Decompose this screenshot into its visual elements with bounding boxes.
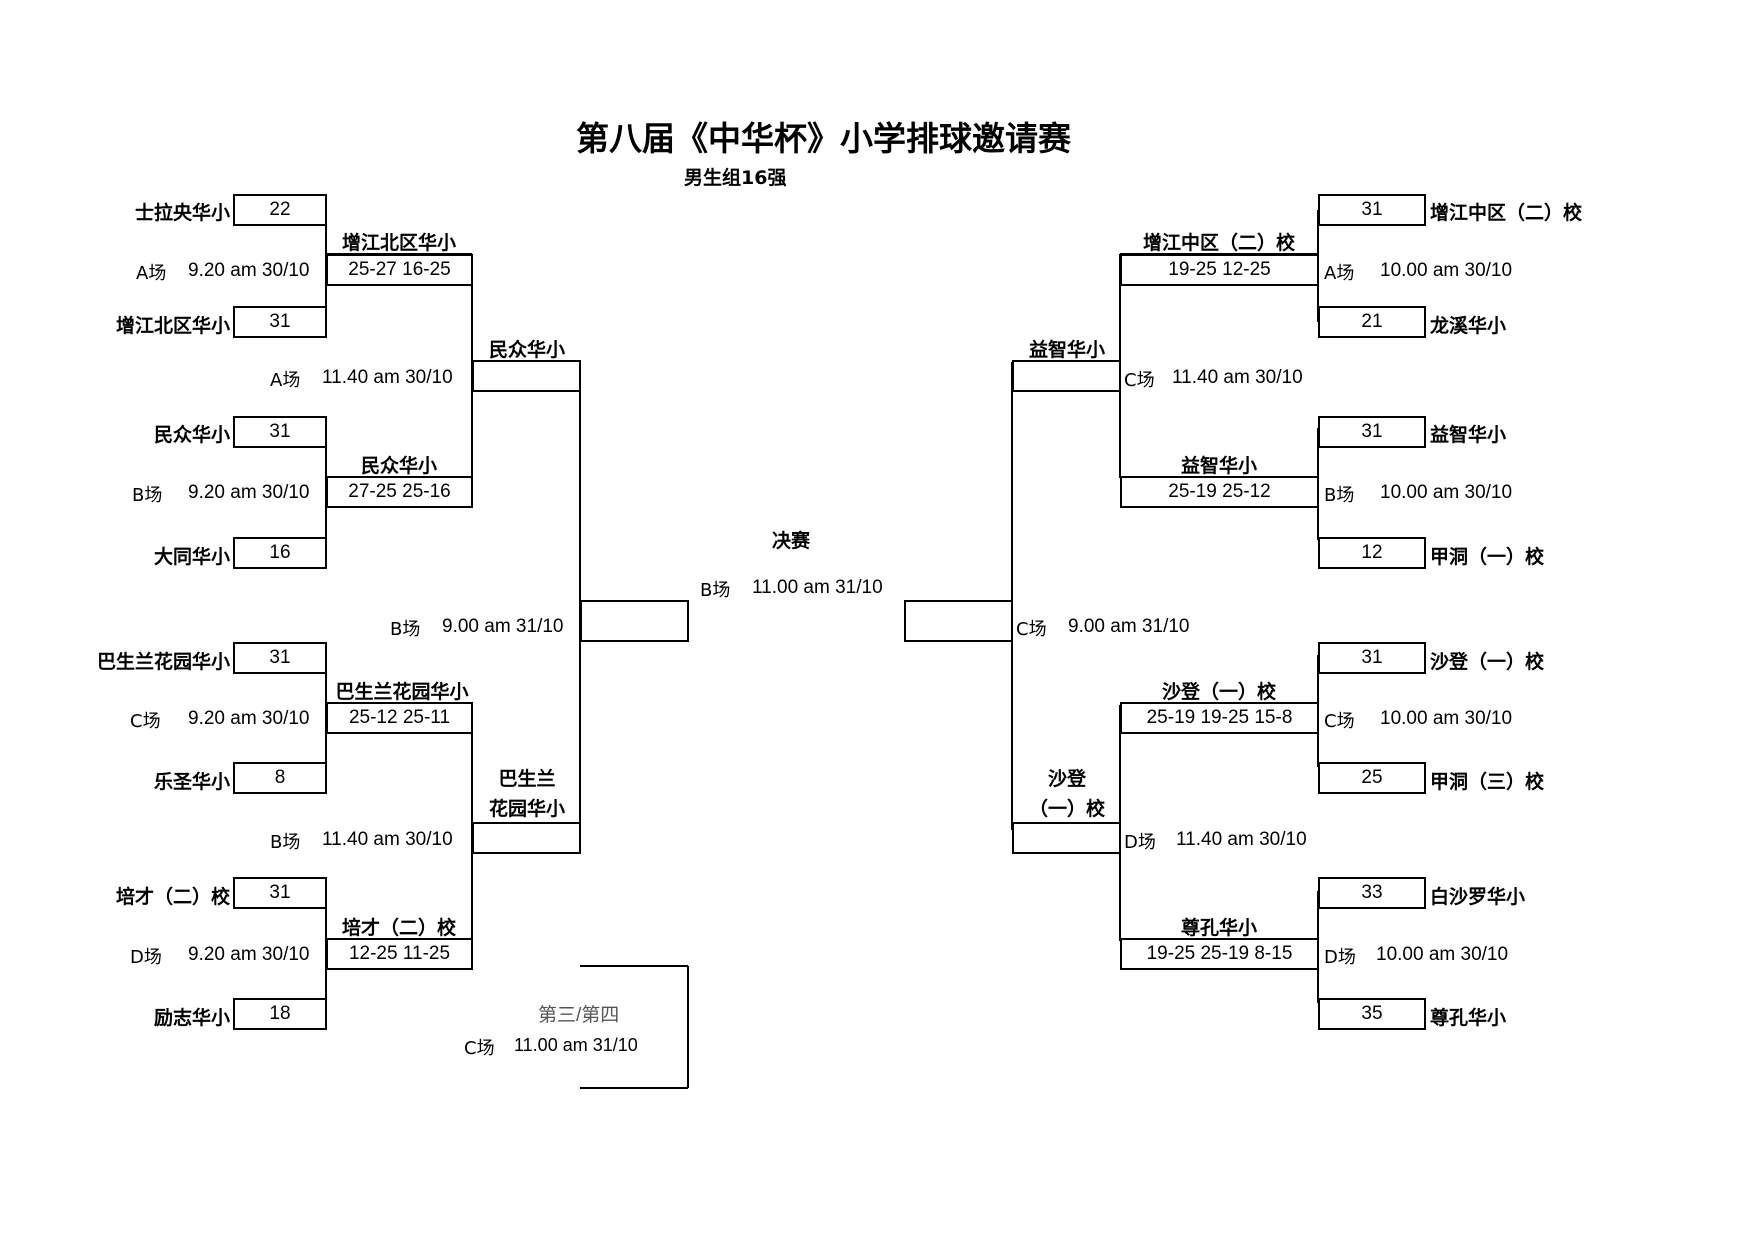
match-winner: （一）校 bbox=[1028, 798, 1105, 820]
match-winner: 花园华小 bbox=[488, 798, 565, 820]
venue-label: A场 bbox=[136, 263, 167, 284]
match-winner: 增江中区（二）校 bbox=[1142, 232, 1295, 254]
venue-label: B场 bbox=[700, 580, 731, 601]
set-scores: 25-12 25-11 bbox=[326, 702, 473, 734]
score-box: 8 bbox=[233, 762, 327, 794]
venue-label: B场 bbox=[270, 832, 301, 853]
team-name: 白沙罗华小 bbox=[1430, 886, 1526, 908]
quarter-box bbox=[472, 822, 581, 854]
match-winner: 尊孔华小 bbox=[1180, 917, 1257, 939]
score-box: 31 bbox=[1318, 194, 1426, 226]
venue-label: D场 bbox=[1324, 947, 1356, 968]
match-winner: 巴生兰 bbox=[498, 768, 556, 790]
score-box: 21 bbox=[1318, 306, 1426, 338]
venue-label: C场 bbox=[1324, 711, 1355, 732]
team-name: 巴生兰花园华小 bbox=[96, 651, 230, 673]
match-time: 10.00 am 30/10 bbox=[1380, 260, 1513, 281]
team-name: 大同华小 bbox=[153, 546, 230, 568]
team-name: 甲洞（一）校 bbox=[1430, 546, 1545, 568]
venue-label: C场 bbox=[130, 711, 161, 732]
match-winner: 民众华小 bbox=[360, 455, 437, 477]
match-winner: 培才（二）校 bbox=[341, 917, 456, 939]
score-box: 31 bbox=[233, 642, 327, 674]
set-scores: 25-27 16-25 bbox=[326, 254, 473, 286]
match-winner: 益智华小 bbox=[1028, 339, 1105, 361]
match-time: 11.40 am 30/10 bbox=[322, 829, 453, 850]
score-box: 12 bbox=[1318, 537, 1426, 569]
score-box: 31 bbox=[233, 306, 327, 338]
page-title: 第八届《中华杯》小学排球邀请赛 bbox=[576, 119, 1071, 158]
semi-box bbox=[904, 600, 1013, 642]
third-place-label: 第三/第四 bbox=[538, 1005, 620, 1026]
venue-label: B场 bbox=[390, 619, 421, 640]
team-name: 益智华小 bbox=[1430, 424, 1507, 446]
score-box: 31 bbox=[1318, 642, 1426, 674]
match-winner: 沙登（一）校 bbox=[1161, 681, 1276, 703]
quarter-box bbox=[1012, 822, 1121, 854]
team-name: 民众华小 bbox=[153, 424, 230, 446]
match-winner: 益智华小 bbox=[1180, 455, 1257, 477]
venue-label: A场 bbox=[270, 370, 301, 391]
venue-label: B场 bbox=[1324, 485, 1355, 506]
match-winner: 民众华小 bbox=[488, 339, 565, 361]
quarter-box bbox=[472, 360, 581, 392]
match-winner: 增江北区华小 bbox=[341, 232, 456, 254]
team-name: 增江中区（二）校 bbox=[1430, 202, 1583, 224]
set-scores: 25-19 19-25 15-8 bbox=[1120, 702, 1319, 734]
match-time: 10.00 am 30/10 bbox=[1376, 944, 1509, 965]
score-box: 33 bbox=[1318, 877, 1426, 909]
score-box: 18 bbox=[233, 998, 327, 1030]
match-time: 10.00 am 30/10 bbox=[1380, 482, 1513, 503]
team-name: 尊孔华小 bbox=[1430, 1007, 1507, 1029]
team-name: 培才（二）校 bbox=[115, 886, 230, 908]
score-box: 25 bbox=[1318, 762, 1426, 794]
team-name: 士拉央华小 bbox=[134, 202, 230, 224]
score-box: 16 bbox=[233, 537, 327, 569]
page-subtitle: 男生组16强 bbox=[684, 167, 787, 189]
match-time: 9.00 am 31/10 bbox=[1068, 616, 1190, 637]
match-winner: 巴生兰花园华小 bbox=[335, 681, 469, 703]
match-time: 10.00 am 30/10 bbox=[1380, 708, 1513, 729]
semi-box bbox=[580, 600, 689, 642]
set-scores: 19-25 25-19 8-15 bbox=[1120, 938, 1319, 970]
match-time: 11.00 am 31/10 bbox=[514, 1035, 638, 1055]
score-box: 35 bbox=[1318, 998, 1426, 1030]
venue-label: D场 bbox=[130, 947, 162, 968]
venue-label: B场 bbox=[132, 485, 163, 506]
final-label: 决赛 bbox=[772, 530, 811, 552]
score-box: 31 bbox=[1318, 416, 1426, 448]
venue-label: A场 bbox=[1324, 263, 1355, 284]
match-winner: 沙登 bbox=[1047, 768, 1086, 790]
quarter-box bbox=[1012, 360, 1121, 392]
team-name: 增江北区华小 bbox=[115, 315, 230, 337]
score-box: 22 bbox=[233, 194, 327, 226]
venue-label: C场 bbox=[1124, 370, 1155, 391]
match-time: 11.40 am 30/10 bbox=[1172, 367, 1303, 388]
set-scores: 27-25 25-16 bbox=[326, 476, 473, 508]
match-time: 11.40 am 30/10 bbox=[1176, 829, 1307, 850]
set-scores: 12-25 11-25 bbox=[326, 938, 473, 970]
team-name: 甲洞（三）校 bbox=[1430, 771, 1545, 793]
team-name: 乐圣华小 bbox=[153, 771, 230, 793]
match-time: 9.00 am 31/10 bbox=[442, 616, 564, 637]
match-time: 9.20 am 30/10 bbox=[188, 708, 310, 729]
set-scores: 25-19 25-12 bbox=[1120, 476, 1319, 508]
score-box: 31 bbox=[233, 877, 327, 909]
score-box: 31 bbox=[233, 416, 327, 448]
team-name: 龙溪华小 bbox=[1430, 315, 1507, 337]
match-time: 11.40 am 30/10 bbox=[322, 367, 453, 388]
venue-label: C场 bbox=[1016, 619, 1047, 640]
match-time: 9.20 am 30/10 bbox=[188, 944, 310, 965]
set-scores: 19-25 12-25 bbox=[1120, 254, 1319, 286]
venue-label: C场 bbox=[464, 1038, 495, 1059]
match-time: 9.20 am 30/10 bbox=[188, 482, 310, 503]
team-name: 沙登（一）校 bbox=[1430, 651, 1545, 673]
match-time: 11.00 am 31/10 bbox=[752, 577, 883, 598]
team-name: 励志华小 bbox=[153, 1007, 230, 1029]
venue-label: D场 bbox=[1124, 832, 1156, 853]
match-time: 9.20 am 30/10 bbox=[188, 260, 310, 281]
